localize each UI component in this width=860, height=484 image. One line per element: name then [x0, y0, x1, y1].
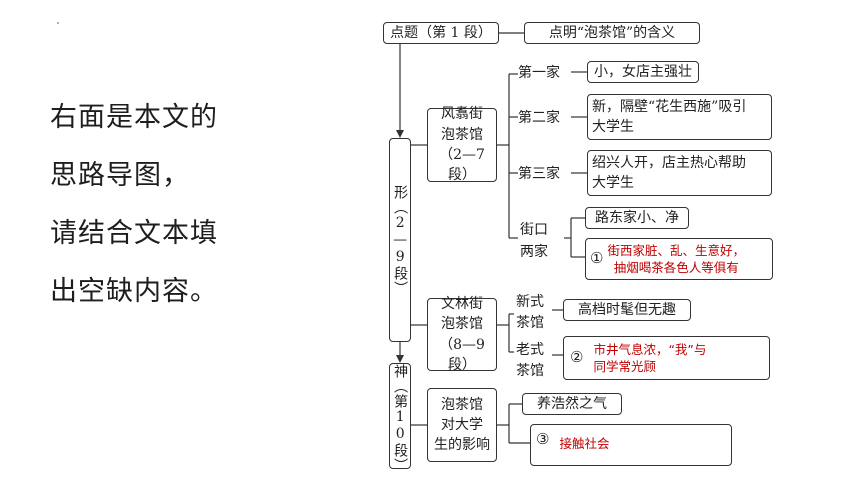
form-box: 形（2—9段）: [389, 138, 411, 342]
west-shop-box: ① 街西家脏、乱、生意好， 抽烟喝茶各色人等俱有: [585, 238, 773, 280]
house2-label: 第二家: [518, 110, 560, 126]
intro-line-4: 出空缺内容。: [50, 276, 218, 307]
fengzhu-street-box: 风翥街 泡茶馆 （2—7 段）: [427, 106, 497, 183]
decorative-dot: [57, 22, 59, 24]
street-corner-label-1: 街口: [520, 222, 548, 238]
answer-2: 市井气息浓，“我”与 同学常光顾: [593, 341, 706, 376]
wenlin-street-box: 文林街 泡茶馆 （8—9 段）: [427, 296, 497, 373]
effect-item-2-box: ③ 接触社会: [530, 424, 732, 466]
house3-desc-1: 绍兴人开，店主热心帮助: [592, 154, 746, 171]
intro-paragraph-box: 点题（第 1 段）: [383, 22, 499, 44]
street-corner-label-2: 两家: [520, 243, 548, 260]
house3-desc-2: 大学生: [592, 175, 634, 191]
answer-3-number: ③: [536, 430, 550, 448]
new-teahouse-desc: 高档时髦但无趣: [578, 301, 676, 318]
meaning-box: 点明“泡茶馆”的含义: [524, 22, 700, 44]
house2-box: 新，隔壁“花生西施”吸引 大学生: [587, 94, 772, 140]
house2-desc-2: 大学生: [592, 119, 634, 135]
intro-paragraph-label: 点题（第 1 段）: [390, 24, 492, 41]
new-teahouse-box: 高档时髦但无趣: [563, 299, 691, 321]
east-shop-box: 路东家小、净: [585, 207, 689, 229]
street-corner-label: 街口 两家: [520, 220, 548, 263]
meaning-text: 点明“泡茶馆”的含义: [548, 24, 676, 41]
answer-2-line-2: 同学常光顾: [593, 359, 656, 374]
intro-line-3: 请结合文本填: [50, 218, 218, 249]
old-teahouse-box: ② 市井气息浓，“我”与 同学常光顾: [563, 336, 770, 380]
answer-1-line-2: 抽烟喝茶各色人等俱有: [613, 260, 739, 275]
house3-box: 绍兴人开，店主热心帮助 大学生: [587, 150, 772, 196]
house2-desc-1: 新，隔壁“花生西施”吸引: [592, 98, 747, 115]
spirit-box: 神（第10段）: [389, 363, 411, 473]
form-label: 形（2—9段）: [392, 184, 409, 296]
intro-line-1: 右面是本文的: [50, 102, 218, 133]
effect-box: 泡茶馆 对大学 生的影响: [427, 388, 497, 462]
answer-2-number: ②: [570, 348, 584, 367]
house1-desc: 小，女店主强壮: [594, 63, 692, 80]
answer-1: 街西家脏、乱、生意好， 抽烟喝茶各色人等俱有: [607, 242, 745, 277]
effect-label-3: 生的影响: [434, 437, 490, 454]
wenlin-label-1: 文林街: [441, 295, 483, 312]
house3-label: 第三家: [518, 166, 560, 182]
intro-line-2: 思路导图，: [50, 160, 190, 191]
new-teahouse-label: 新式 茶馆: [516, 292, 544, 334]
house1-label: 第一家: [518, 65, 560, 81]
old-teahouse-label-2: 茶馆: [516, 363, 544, 379]
east-shop-text: 路东家小、净: [595, 209, 679, 226]
answer-1-line-1: 街西家脏、乱、生意好，: [607, 242, 745, 258]
fengzhu-label-3: （2—7 段）: [439, 147, 485, 184]
answer-1-number: ①: [590, 249, 604, 268]
new-teahouse-label-2: 茶馆: [516, 315, 544, 331]
wenlin-label-2: 泡茶馆: [441, 316, 483, 333]
effect-item-1: 养浩然之气: [537, 395, 607, 412]
effect-item-1-box: 养浩然之气: [522, 393, 622, 415]
wenlin-label-3: （8—9 段）: [439, 336, 485, 373]
old-teahouse-label: 老式 茶馆: [516, 340, 544, 382]
answer-2-line-1: 市井气息浓，“我”与: [593, 341, 707, 357]
effect-label-1: 泡茶馆: [441, 396, 483, 413]
old-teahouse-label-1: 老式: [516, 342, 544, 358]
answer-3: 接触社会: [559, 436, 610, 451]
fengzhu-label-2: 泡茶馆: [441, 126, 483, 143]
house1-box: 小，女店主强壮: [587, 61, 699, 83]
new-teahouse-label-1: 新式: [516, 294, 544, 310]
effect-label-2: 对大学: [441, 416, 483, 433]
spirit-label: 神（第10段）: [392, 364, 409, 473]
fengzhu-label-1: 风翥街: [441, 106, 483, 123]
